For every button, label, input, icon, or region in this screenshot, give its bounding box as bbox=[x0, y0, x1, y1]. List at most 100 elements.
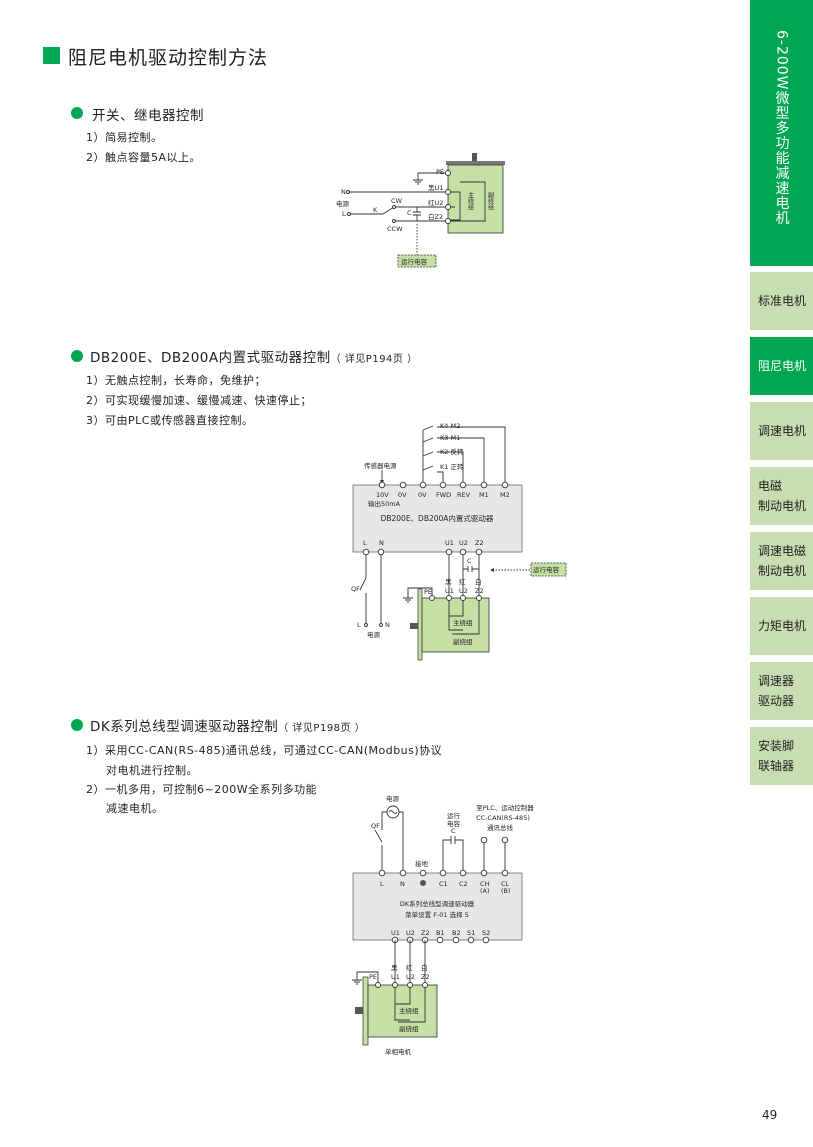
terminal-sub: (B) bbox=[501, 887, 511, 895]
wire-terminal: U1 bbox=[391, 973, 400, 981]
label-power: 电源 bbox=[386, 794, 400, 803]
sidebar-item-label: 联轴器 bbox=[758, 759, 795, 773]
terminal-label: C2 bbox=[459, 880, 468, 888]
label-ccw: CCW bbox=[387, 225, 403, 233]
label-cw: CW bbox=[391, 197, 403, 205]
label-main-winding: 主绕组 bbox=[453, 618, 473, 627]
sidebar-item-label: 电磁 bbox=[758, 479, 783, 493]
sidebar-item-speed-motor[interactable]: 调速电机 bbox=[750, 402, 813, 460]
driver-menu: 菜单设置 F-01 选择 5 bbox=[405, 910, 469, 919]
terminal-label: REV bbox=[457, 491, 471, 499]
terminal-label: S2 bbox=[482, 929, 490, 937]
label-run-capacitor: 运行电容 bbox=[401, 257, 428, 266]
sidebar-item-label: 标准电机 bbox=[758, 294, 807, 308]
switch-label: K1 正转 bbox=[440, 462, 464, 471]
run-capacitor-box bbox=[530, 562, 567, 577]
terminal-label: FWD bbox=[436, 491, 451, 499]
list-item: 3）可由PLC或传感器直接控制。 bbox=[86, 414, 254, 427]
switch-label: K4 M2 bbox=[440, 422, 460, 430]
label-z2: 白Z2 bbox=[428, 212, 443, 221]
run-cap-label: C bbox=[451, 827, 456, 835]
terminal-label: 0V bbox=[418, 491, 427, 499]
list-item: 2）一机多用，可控制6~200W全系列多功能 bbox=[86, 783, 318, 796]
sidebar-item-controller-driver[interactable]: 调速器驱动器 bbox=[750, 662, 813, 720]
sidebar-item-label: 调速电机 bbox=[758, 424, 807, 438]
sidebar-item-label: 制动电机 bbox=[758, 564, 807, 578]
terminal-label: L bbox=[363, 539, 367, 547]
list-item: 1）简易控制。 bbox=[86, 131, 163, 144]
sidebar-item-torque-motor[interactable]: 力矩电机 bbox=[750, 597, 813, 655]
ground-terminal-icon bbox=[420, 880, 426, 886]
list-item: 2）可实现缓慢加速、缓慢减速、快速停止； bbox=[86, 394, 312, 407]
terminal-label: CH bbox=[480, 880, 490, 888]
wire-terminal: U2 bbox=[406, 973, 415, 981]
sidebar-item-brake-motor[interactable]: 电磁制动电机 bbox=[750, 467, 813, 525]
label-u1: 黑U1 bbox=[428, 184, 443, 192]
wire-terminal: U2 bbox=[459, 587, 468, 595]
motor-flange bbox=[362, 976, 369, 1046]
sidebar-header: 6-200W微型多功能减速电机 bbox=[750, 0, 813, 266]
label-main-winding: 主绕组 bbox=[467, 191, 474, 210]
terminal-label: U1 bbox=[445, 539, 454, 547]
label-aux-winding: 副绕组 bbox=[453, 637, 473, 646]
title-marker bbox=[43, 47, 60, 64]
terminal-label: 0V bbox=[398, 491, 407, 499]
terminal-label: N bbox=[400, 880, 405, 888]
list-item: 对电机进行控制。 bbox=[106, 764, 198, 777]
terminal-label: B2 bbox=[452, 929, 461, 937]
wire-color: 黑 bbox=[445, 578, 452, 586]
bus-note: CC-CAN(RS-485) bbox=[476, 814, 530, 822]
label-pe: PE bbox=[424, 588, 432, 596]
sidebar-item-damping-motor[interactable]: 阻尼电机 bbox=[750, 337, 813, 395]
terminal-label: B1 bbox=[436, 929, 445, 937]
motor-body bbox=[447, 164, 504, 234]
page-title: 阻尼电机驱动控制方法 bbox=[68, 47, 269, 69]
label-ground: 接地 bbox=[415, 859, 429, 868]
terminal-label: U2 bbox=[406, 929, 415, 937]
list-item: 减速电机。 bbox=[106, 802, 164, 815]
motor-body bbox=[367, 984, 438, 1038]
sidebar-item-speed-brake-motor[interactable]: 调速电磁制动电机 bbox=[750, 532, 813, 590]
label-pe: PE bbox=[436, 168, 444, 176]
wire-terminal: U1 bbox=[445, 587, 454, 595]
motor-body bbox=[421, 597, 490, 653]
wire-terminal: Z2 bbox=[421, 973, 430, 981]
label-qf: QF bbox=[371, 822, 380, 830]
sidebar-item-label: 阻尼电机 bbox=[758, 359, 807, 373]
page-number: 49 bbox=[762, 1108, 778, 1122]
label-sensor-power: 传感器电源 bbox=[364, 461, 397, 470]
list-item: 2）触点容量5A以上。 bbox=[86, 151, 202, 164]
sidebar-item-mount-coupling[interactable]: 安装脚联轴器 bbox=[750, 727, 813, 785]
sidebar-item-label: 调速电磁 bbox=[758, 544, 807, 558]
terminal-sub: (A) bbox=[480, 887, 490, 895]
heading-text: DK系列总线型调速驱动器控制 bbox=[90, 719, 279, 735]
label-c: C bbox=[467, 557, 472, 565]
label-qf: QF bbox=[351, 585, 360, 593]
sidebar-item-label: 制动电机 bbox=[758, 499, 807, 513]
driver-top-terminals bbox=[378, 481, 509, 489]
label-l: L bbox=[342, 210, 346, 218]
bullet-icon bbox=[71, 107, 83, 119]
terminal-label: U1 bbox=[391, 929, 400, 937]
motor-cap bbox=[446, 161, 505, 165]
label-main-winding: 主绕组 bbox=[399, 1006, 419, 1015]
motor-shaft bbox=[355, 1007, 363, 1014]
terminal-label: M1 bbox=[479, 491, 489, 499]
output-note: 输出50mA bbox=[368, 499, 401, 508]
terminal-label: M2 bbox=[500, 491, 510, 499]
motor-shaft bbox=[410, 623, 418, 629]
bullet-icon bbox=[71, 719, 83, 731]
label-aux-winding: 副绕组 bbox=[487, 191, 494, 210]
run-cap-label: 运行 bbox=[447, 811, 461, 820]
label-c: C bbox=[407, 209, 412, 217]
wire-color: 红 bbox=[406, 963, 413, 972]
list-item: 1）无触点控制，长寿命，免维护； bbox=[86, 374, 266, 387]
wire-color: 白 bbox=[421, 963, 428, 972]
terminal-label: C1 bbox=[439, 880, 448, 888]
label-pe: PE bbox=[369, 973, 377, 981]
terminal-label: CL bbox=[501, 880, 510, 888]
page-reference: （ 详见P198页 ） bbox=[278, 723, 366, 734]
wire-color: 红 bbox=[459, 577, 466, 586]
terminal-label: L bbox=[380, 880, 384, 888]
sidebar-item-standard-motor[interactable]: 标准电机 bbox=[750, 272, 813, 330]
